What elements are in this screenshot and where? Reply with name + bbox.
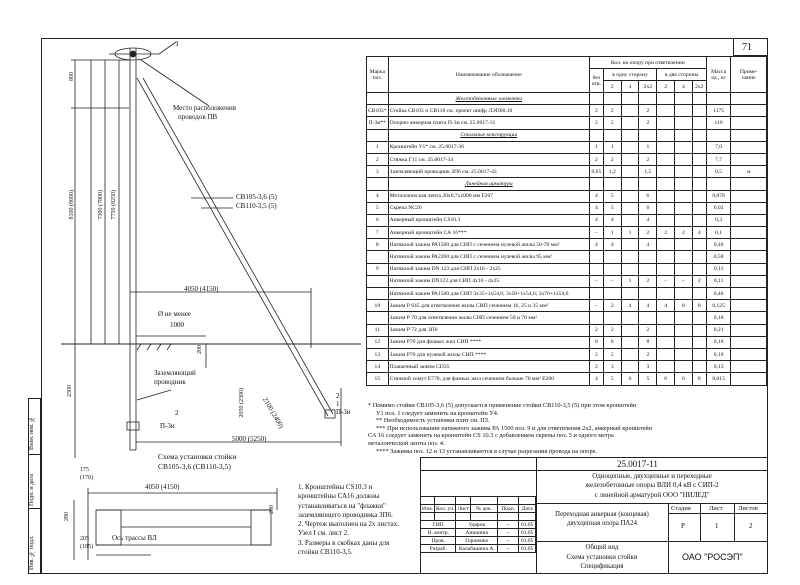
view-name: Общий вид Схема установки стойки Специфи… — [566, 544, 638, 570]
sheet-number: 71 — [742, 42, 752, 53]
place-label-2: проводов ПВ — [178, 113, 218, 121]
signature: ~ — [497, 520, 520, 529]
p3i-right: П-3и — [336, 408, 351, 416]
footnotes: * Помимо стойки СВ105-3,6 (5) допускаетс… — [368, 402, 653, 455]
spec-row: П-3и**Опорно-анкерная плита П-3и см. 25.… — [366, 116, 767, 130]
sheet-value: 1 — [715, 522, 719, 530]
spec-row: СВ105*Стойка СВ105 и СВ110 см. проект ши… — [366, 104, 767, 118]
sheets-header: Листов — [738, 505, 758, 512]
plan-dim-175: 175 — [80, 467, 89, 473]
hdr-no-branch: без отв. — [588, 68, 604, 93]
plan-scheme — [73, 488, 278, 560]
stamp-inv-original: Инв. № подл. — [29, 535, 35, 570]
signature: ~ — [497, 544, 520, 553]
signature: ~ — [497, 528, 520, 537]
num-1: 1 — [336, 400, 340, 408]
sheet-number-box — [733, 38, 768, 56]
cb-label-1: СВ105-3,6 (5) — [236, 193, 277, 201]
ground-label-2: проводник — [154, 378, 186, 386]
plan-dim-280a: 280 — [64, 512, 70, 521]
spec-section-row: Железобетонные элементы — [366, 91, 767, 106]
hdr-mark: Марка поз. — [366, 56, 389, 93]
doc-title: Одноцепные, двухцепные и переходные желе… — [585, 472, 719, 499]
num-2b: 2 — [336, 392, 340, 400]
sheet-header: Лист — [709, 505, 723, 512]
dim-2300: 2300 — [67, 385, 73, 397]
scheme-title-1: Схема установки стойки — [158, 452, 237, 461]
hdr-two-sides: в две стороны — [656, 68, 707, 81]
place-label-1: Место расположения — [173, 104, 236, 112]
hdr-one-side: в одну сторону — [602, 68, 658, 81]
dim-2050: 2050 (2300) — [239, 388, 245, 418]
notes-left: 1. Кронштейны CS10.3 и кронштейны СА16 д… — [298, 483, 400, 557]
scheme-title-2: СВ105-3,6 (СВ110-3,5) — [158, 462, 231, 471]
hdr-mass: Масса ед., кг — [705, 56, 732, 93]
spec-row: Натяжной зажим DN123 для СИП 4х16 - 4х25… — [366, 274, 767, 289]
stage-value: Р — [681, 522, 685, 530]
company-name: ОАО "РОСЭП" — [682, 552, 743, 562]
plan-dim-170: (170) — [80, 475, 93, 481]
stamp-sign-date: Подп. и дата — [29, 473, 35, 506]
axis-label: Ось трассы ВЛ — [112, 534, 157, 542]
plan-dim-185: (185) — [80, 544, 93, 550]
num-2: 2 — [175, 409, 179, 417]
spec-row: Натяжной зажим РА1500 для СИП 3х35+1х54,… — [366, 286, 767, 301]
mark-I: I — [176, 40, 179, 48]
stage-header: Стадия — [671, 505, 691, 512]
hdr-name: Наименование обозначение — [387, 56, 590, 93]
side-stamp — [28, 398, 41, 574]
spec-section-row: Линейная арматура — [366, 177, 767, 191]
dim-4050: 4050 (4150) — [184, 285, 219, 293]
sheets-value: 2 — [749, 522, 753, 530]
spec-table: Марка поз. Наименование обозначение Кол.… — [366, 56, 767, 386]
stamp-replace-inv: Взам. инв. № — [29, 415, 35, 450]
dim-8100: 8100 (8600) — [69, 190, 75, 220]
p3i-left: П-3и — [160, 422, 175, 430]
dim-5000: 5000 (5250) — [232, 435, 267, 443]
cb-label-2: СВ110-3,5 (5) — [236, 202, 277, 210]
dim-7750: 7750 (8250) — [111, 190, 117, 220]
spec-section-row: Стальные конструкции — [366, 128, 767, 142]
dim-7300: 7300 (7800) — [98, 190, 104, 220]
sheet-frame — [41, 38, 768, 574]
sign-table: Изм. Кол. уч. Лист № док. Подп. Дата ГИП… — [419, 496, 536, 553]
hdr-note: Приме- чание — [730, 56, 767, 93]
plan-dim-205: 205 — [80, 536, 89, 542]
spec-row: Натяжной зажим РА2200 для СИП с сечением… — [366, 250, 767, 264]
doc-code: 25.0017-11 — [617, 459, 658, 469]
sheet-name: Переходная анкерная (концевая) двухцепна… — [555, 511, 649, 527]
dim-800: 800 — [69, 72, 75, 81]
dim-200: 200 — [197, 345, 203, 354]
hdr-qty: Кол. на опору при ответвлении — [588, 56, 707, 69]
spec-row: Зажим Р 70 для ответвления жилы СИП сече… — [366, 311, 767, 325]
diam-label: Ø не менее — [158, 310, 191, 318]
signature: ~ — [497, 536, 520, 545]
ground-label-1: Заземляющий — [154, 369, 196, 377]
dim-1000: 1000 — [170, 321, 184, 329]
plan-dim-280b: 280 — [269, 505, 275, 514]
plan-dim-4050: 4050 (4150) — [145, 483, 180, 491]
pole-drawing — [61, 41, 361, 458]
